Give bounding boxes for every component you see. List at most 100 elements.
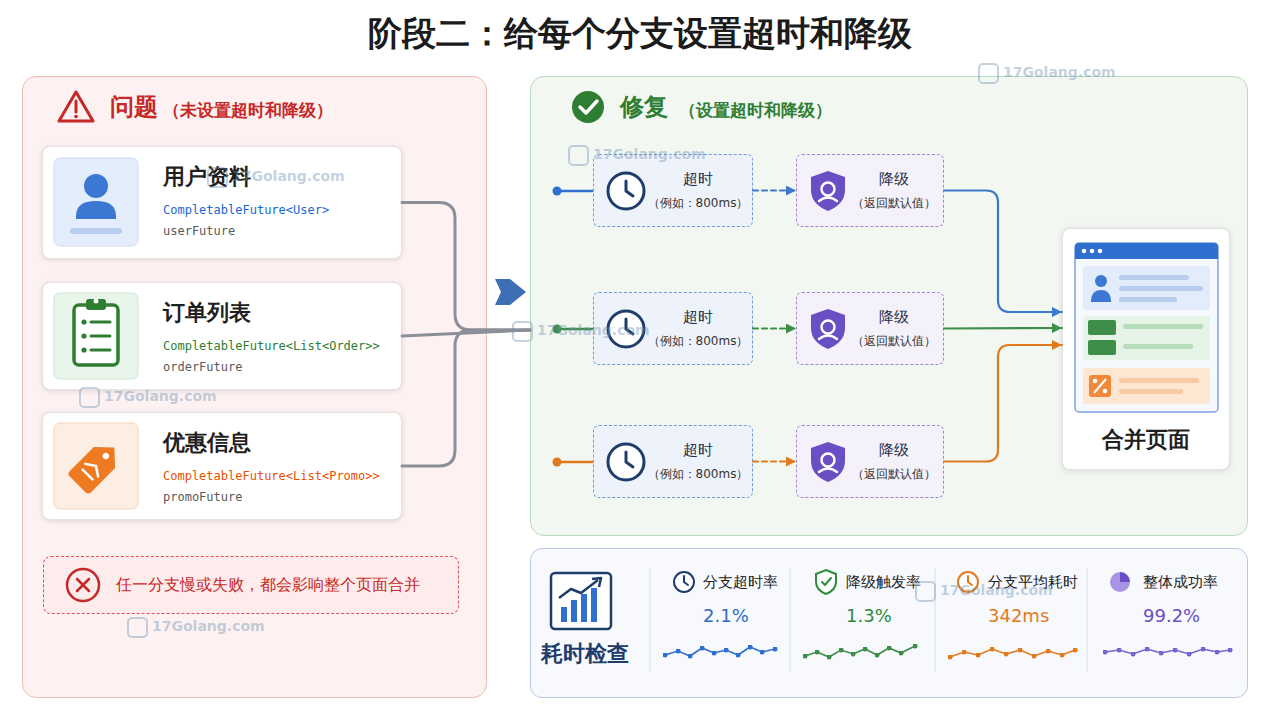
card-title: 优惠信息 <box>163 430 251 456</box>
clipboard-icon <box>81 319 86 324</box>
chart-icon <box>551 573 611 629</box>
warning-triangle-icon <box>59 92 93 121</box>
page-mockup <box>1123 324 1203 329</box>
connector <box>944 191 1062 313</box>
box-note: （返回默认值） <box>847 196 941 210</box>
tag-icon <box>67 437 125 495</box>
fallback-box: 降级（返回默认值） <box>796 154 944 227</box>
watermark-icon <box>128 618 147 637</box>
shield-icon <box>811 171 845 211</box>
tag-icon <box>92 466 103 477</box>
fallback-box: 降级（返回默认值） <box>796 292 944 365</box>
watermark-icon <box>916 582 935 601</box>
connector <box>944 327 1062 330</box>
page-mockup <box>1091 290 1111 302</box>
page-mockup <box>1103 389 1108 394</box>
metric-icon <box>1110 572 1130 592</box>
chart-icon <box>592 578 601 587</box>
metric-separator <box>789 568 790 672</box>
check-icon <box>572 91 604 123</box>
page-mockup <box>1075 243 1218 259</box>
chart-icon <box>551 573 611 629</box>
metric-name: 分支平均耗时 <box>988 573 1078 591</box>
tag-icon <box>54 423 138 509</box>
page-mockup <box>1123 344 1193 349</box>
error-icon <box>67 569 99 601</box>
metric-icon <box>958 572 978 592</box>
error-icon <box>77 579 89 591</box>
metric-icon <box>958 572 978 592</box>
branch-card: 用户资料CompletableFuture<User>userFuture <box>42 146 402 259</box>
clock-icon <box>608 444 644 480</box>
metric-icon <box>684 576 688 585</box>
future-type: CompletableFuture<User> <box>163 203 329 217</box>
flow-arrow <box>495 279 526 305</box>
page-mockup <box>1075 243 1218 412</box>
connector <box>402 203 530 331</box>
connector <box>402 330 530 466</box>
branch-card: 订单列表CompletableFuture<List<Order>>orderF… <box>42 282 402 390</box>
shield-icon <box>811 171 845 482</box>
box-title: 降级 <box>847 441 941 459</box>
tag-icon <box>83 470 93 480</box>
metric-name: 整体成功率 <box>1143 573 1218 591</box>
page-mockup <box>1098 249 1103 254</box>
clipboard-icon <box>81 333 86 338</box>
timeout-box: 超时（例如：800ms） <box>593 292 753 365</box>
metric-value: 342ms <box>988 605 1049 627</box>
sparkline <box>1105 649 1230 654</box>
clock-icon <box>626 319 633 334</box>
panel-heading: 耗时检查 <box>541 641 629 667</box>
shield-icon <box>811 309 845 349</box>
metric-icon <box>674 572 694 592</box>
fix-panel: 修复（设置超时和降级）超时（例如：800ms）降级（返回默认值）超时（例如：80… <box>530 76 1248 536</box>
shield-icon <box>822 183 835 196</box>
box-title: 超时 <box>646 308 750 326</box>
clock-icon <box>608 173 644 209</box>
page-mockup <box>1088 340 1116 355</box>
shield-icon <box>811 442 845 482</box>
shield-icon <box>819 469 837 473</box>
warning-text: 任一分支慢或失败，都会影响整个页面合并 <box>116 575 420 594</box>
metric-separator <box>1086 568 1087 672</box>
clipboard-icon <box>94 299 99 304</box>
error-icon <box>67 569 99 601</box>
page-mockup <box>1119 297 1177 302</box>
page-mockup <box>1090 249 1095 254</box>
tag-icon <box>54 423 138 509</box>
watermark-icon <box>569 146 588 165</box>
connector <box>944 345 1062 462</box>
metric-value: 99.2% <box>1143 605 1200 627</box>
clock-icon <box>608 311 644 347</box>
shield-icon <box>811 442 845 482</box>
branch-start <box>553 187 594 467</box>
metric-value: 1.3% <box>846 605 892 627</box>
panel-subheading: （设置超时和降级） <box>679 100 832 120</box>
user-icon <box>70 228 122 234</box>
page-mockup <box>1119 286 1203 291</box>
timeout-box: 超时（例如：800ms） <box>593 425 753 498</box>
page-mockup <box>1082 249 1087 254</box>
shield-icon <box>822 454 835 467</box>
page-mockup <box>1083 368 1210 404</box>
fallback-box: 降级（返回默认值） <box>796 425 944 498</box>
metrics-panel: 耗时检查分支超时率2.1%降级触发率1.3%分支平均耗时342ms整体成功率99… <box>530 548 1248 698</box>
panel-heading: 修复 <box>620 93 668 122</box>
clipboard-icon <box>91 349 110 352</box>
panel-subheading: （未设置超时和降级） <box>163 100 333 120</box>
box-title: 超时 <box>646 170 750 188</box>
page-mockup <box>1119 378 1199 383</box>
metric-icon <box>1110 572 1130 592</box>
panel-heading: 问题 <box>110 93 158 122</box>
timeout-box: 超时（例如：800ms） <box>593 154 753 227</box>
error-icon <box>77 579 89 591</box>
metric-cell: 整体成功率 99.2% <box>1090 565 1240 665</box>
connector <box>753 327 796 329</box>
shield-icon <box>811 171 845 211</box>
warning-triangle-icon <box>59 92 93 121</box>
watermark-icon <box>80 388 99 407</box>
page-mockup <box>1119 389 1183 394</box>
branch-start <box>557 190 593 193</box>
page-mockup <box>1094 379 1106 393</box>
